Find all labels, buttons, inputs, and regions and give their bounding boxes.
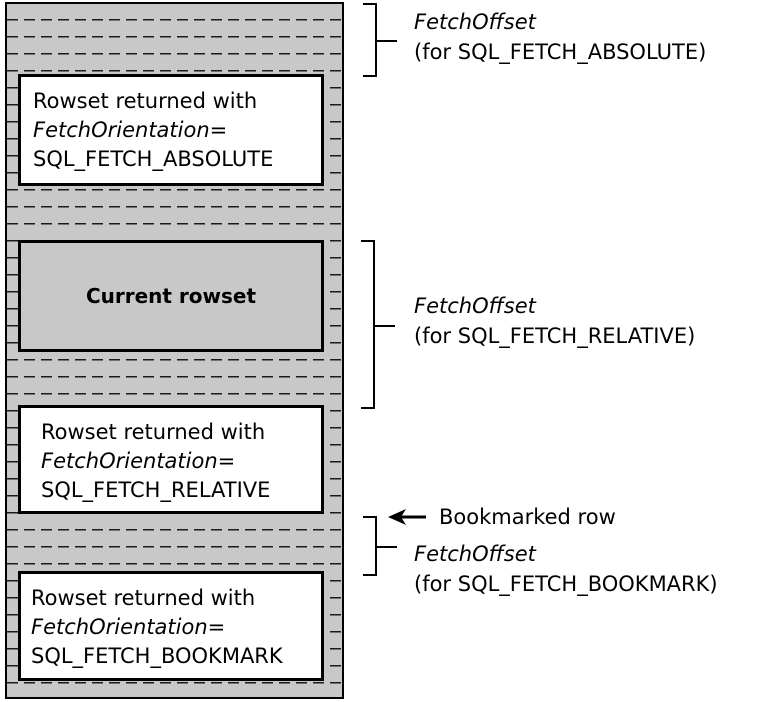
rowset-bookmark-line1: Rowset returned with [31, 586, 256, 610]
fetch-offset-relative-desc: (for SQL_FETCH_RELATIVE) [414, 324, 696, 348]
fetch-offset-absolute-bracket [363, 3, 397, 77]
rowset-bookmark-line2: FetchOrientation= [31, 615, 226, 639]
bookmarked-row-label: Bookmarked row [439, 505, 616, 529]
fetch-offset-relative-label: FetchOffset (for SQL_FETCH_RELATIVE) [414, 291, 695, 351]
rowset-relative-line2: FetchOrientation= [41, 449, 236, 473]
current-rowset-box: Current rowset [18, 240, 324, 352]
fetch-offset-absolute-label: FetchOffset (for SQL_FETCH_ABSOLUTE) [414, 7, 706, 67]
fetch-offset-bookmark-desc: (for SQL_FETCH_BOOKMARK) [414, 572, 718, 596]
rowset-absolute-line3: SQL_FETCH_ABSOLUTE [33, 147, 274, 171]
fetch-offset-bookmark-bracket [363, 516, 397, 576]
rowset-absolute-line1: Rowset returned with [33, 89, 258, 113]
fetch-offset-relative-bracket [361, 240, 395, 409]
fetch-offset-absolute-title: FetchOffset [414, 10, 536, 34]
fetch-offset-bookmark-title: FetchOffset [414, 542, 536, 566]
rowset-bookmark-line3: SQL_FETCH_BOOKMARK [31, 644, 283, 668]
rowset-bookmark-box: Rowset returned with FetchOrientation= S… [18, 571, 324, 681]
fetch-offset-relative-title: FetchOffset [414, 294, 536, 318]
current-rowset-label: Current rowset [85, 283, 257, 308]
rowset-relative-line3: SQL_FETCH_RELATIVE [41, 478, 271, 502]
rowset-absolute-line2: FetchOrientation= [33, 118, 228, 142]
fetch-offset-bookmark-label: FetchOffset (for SQL_FETCH_BOOKMARK) [414, 539, 718, 599]
rowset-relative-line1: Rowset returned with [41, 420, 266, 444]
rowset-relative-box: Rowset returned with FetchOrientation= S… [18, 405, 324, 514]
left-arrow-icon [388, 509, 426, 525]
fetch-offset-absolute-desc: (for SQL_FETCH_ABSOLUTE) [414, 40, 707, 64]
rowset-absolute-box: Rowset returned with FetchOrientation= S… [18, 74, 324, 186]
